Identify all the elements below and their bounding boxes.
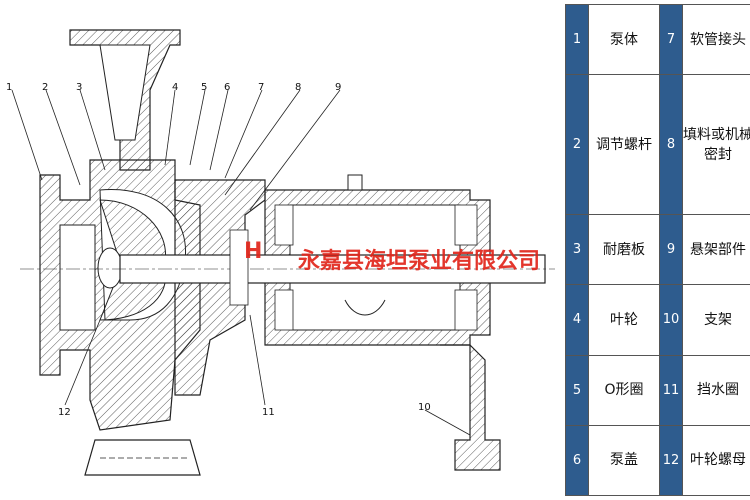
legend-row: 3 耐磨板 9 悬架部件	[565, 214, 750, 286]
callout-1: 1	[6, 82, 12, 93]
legend-row: 2 调节螺杆 8 填料或机械密封	[565, 74, 750, 216]
callout-9: 9	[335, 82, 341, 93]
callout-4: 4	[172, 82, 178, 93]
legend-part-name: 支架	[682, 284, 750, 356]
legend-part-name: 调节螺杆	[588, 74, 660, 216]
watermark-company-name: 永嘉县海坦泵业有限公司	[298, 248, 540, 274]
pump-foot	[84, 439, 201, 476]
legend-row: 1 泵体 7 软管接头	[565, 3, 750, 76]
legend-number: 12	[659, 424, 683, 497]
shaft	[20, 229, 555, 306]
legend-row: 4 叶轮 10 支架	[565, 284, 750, 356]
legend-number: 7	[659, 3, 683, 76]
company-watermark: H 永嘉县海坦泵业有限公司	[244, 239, 540, 274]
support-bracket	[440, 344, 501, 471]
callout-3: 3	[76, 82, 82, 93]
legend-part-name: 悬架部件	[682, 214, 750, 286]
legend-number: 6	[565, 424, 589, 497]
callout-5: 5	[201, 82, 207, 93]
callout-12: 12	[58, 407, 71, 418]
legend-part-name: 填料或机械密封	[682, 74, 750, 216]
callout-numbers: 1 2 3 4 5 6 7 8 9 10 11 12	[6, 82, 431, 418]
legend-part-name: 挡水圈	[682, 354, 750, 426]
legend-part-name: 叶轮	[588, 284, 660, 356]
callout-leaders	[11, 89, 471, 436]
legend-number: 2	[565, 74, 589, 216]
callout-8: 8	[295, 82, 301, 93]
legend-part-name: 泵盖	[588, 424, 660, 497]
callout-11: 11	[262, 407, 275, 418]
legend-part-name: 软管接头	[682, 3, 750, 76]
legend-row: 5 O形圈 11 挡水圈	[565, 354, 750, 426]
parts-legend-table: 1 泵体 7 软管接头 2 调节螺杆 8 填料或机械密封 3 耐磨板 9 悬架部…	[565, 3, 750, 497]
legend-number: 10	[659, 284, 683, 356]
legend-number: 3	[565, 214, 589, 286]
legend-part-name: 泵体	[588, 3, 660, 76]
legend-number: 11	[659, 354, 683, 426]
svg-text:H: H	[244, 239, 262, 264]
legend-number: 8	[659, 74, 683, 216]
legend-part-name: 耐磨板	[588, 214, 660, 286]
discharge-nozzle	[69, 29, 181, 171]
callout-7: 7	[258, 82, 264, 93]
legend-number: 1	[565, 3, 589, 76]
legend-number: 9	[659, 214, 683, 286]
callout-2: 2	[42, 82, 48, 93]
legend-row: 6 泵盖 12 叶轮螺母	[565, 424, 750, 497]
callout-10: 10	[418, 402, 431, 413]
pump-cover	[174, 179, 266, 396]
legend-number: 5	[565, 354, 589, 426]
legend-part-name: 叶轮螺母	[682, 424, 750, 497]
legend-number: 4	[565, 284, 589, 356]
pump-cross-section-drawing: H 永嘉县海坦泵业有限公司 1 2 3 4 5 6 7 8 9 10 11 12	[6, 29, 555, 476]
callout-6: 6	[224, 82, 230, 93]
legend-part-name: O形圈	[588, 354, 660, 426]
